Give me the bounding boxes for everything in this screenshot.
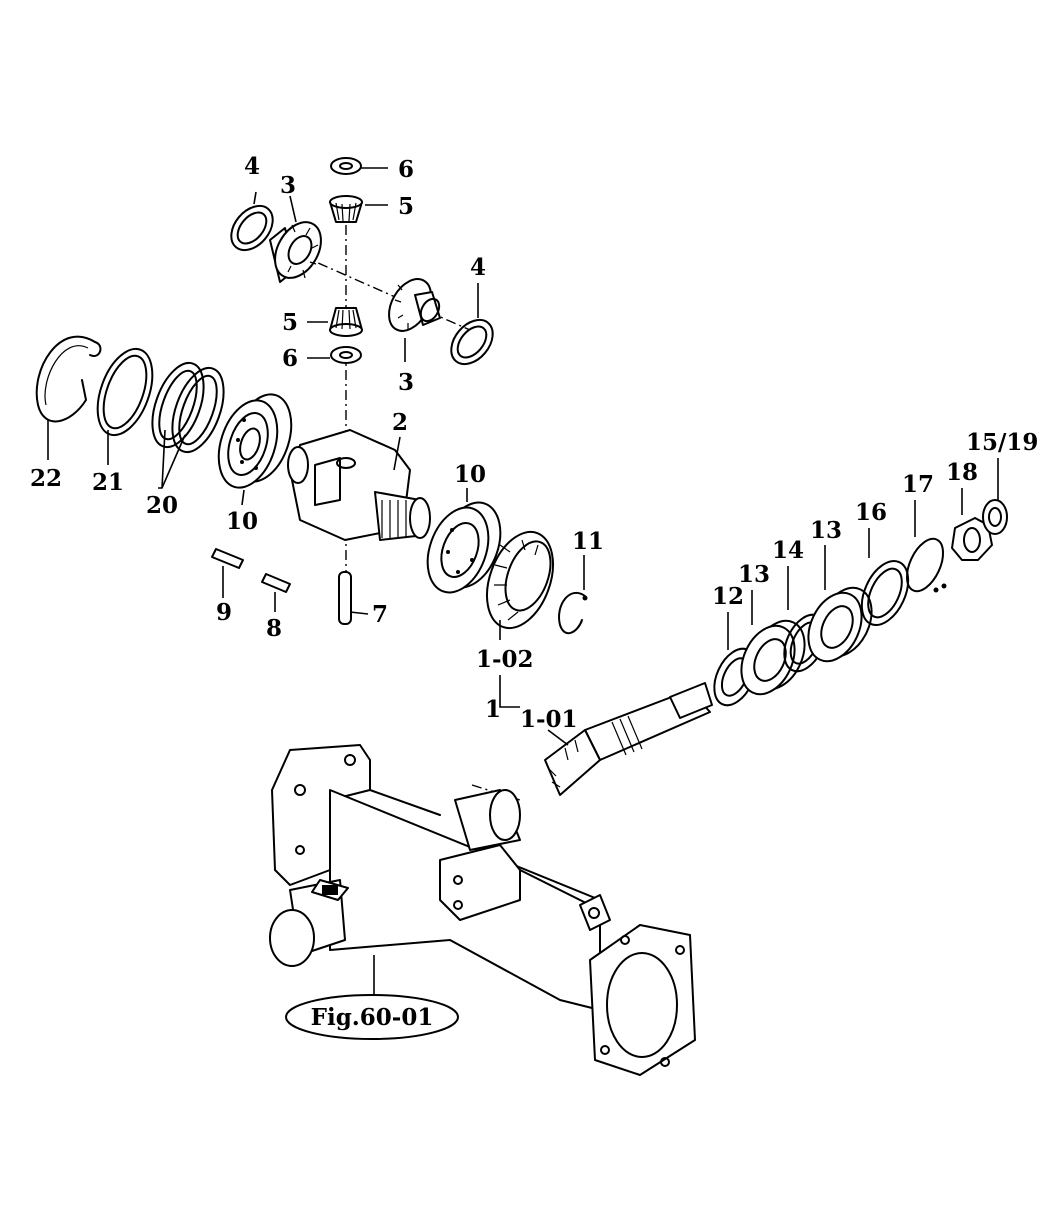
shaft-pin-7[interactable] [338, 571, 352, 625]
differential-case-2[interactable] [287, 429, 431, 541]
lock-nut-18[interactable] [951, 517, 993, 561]
callout-5-bottom: 5 [282, 309, 298, 336]
figure-reference-label: Fig.60-01 [311, 1004, 434, 1031]
callout-4-right: 4 [470, 254, 486, 281]
callout-12: 12 [712, 583, 744, 610]
figure-reference: Fig.60-01 [285, 994, 459, 1040]
side-gear-3-right[interactable] [380, 272, 443, 338]
ring-21[interactable] [87, 342, 163, 443]
bearing-13-right[interactable] [798, 579, 882, 670]
snap-ring-17[interactable] [900, 533, 951, 596]
thrust-washer-4-right[interactable] [443, 312, 501, 372]
callout-13-left: 13 [738, 561, 770, 588]
callout-9: 9 [216, 599, 232, 626]
ring-gear-1-02[interactable] [475, 523, 566, 637]
pinion-shaft-1-01[interactable] [544, 682, 713, 796]
circlip-11[interactable] [558, 591, 588, 635]
callout-2: 2 [392, 409, 408, 436]
thrust-washer-4-left[interactable] [223, 198, 281, 258]
roll-pin-8[interactable] [261, 573, 291, 593]
leader-lines [47, 167, 999, 1000]
callout-labels: 6 5 4 3 4 5 6 3 2 10 22 21 20 10 11 9 8 … [30, 153, 1038, 733]
roll-pin-9[interactable] [211, 548, 244, 569]
callout-18: 18 [946, 459, 978, 486]
callout-14: 14 [772, 537, 804, 564]
snap-ring-22[interactable] [35, 335, 102, 423]
bearing-13-left[interactable] [731, 612, 815, 703]
callout-3-right: 3 [398, 369, 414, 396]
pinion-washer-6-top[interactable] [330, 157, 362, 175]
callout-1-01: 1-01 [520, 706, 578, 733]
callout-6-bottom: 6 [282, 345, 298, 372]
pinion-gear-5-top[interactable] [329, 195, 363, 223]
side-gear-3-left[interactable] [266, 214, 331, 286]
callout-7: 7 [372, 601, 388, 628]
ring-16[interactable] [853, 554, 918, 633]
pinion-gear-5-bottom[interactable] [329, 307, 363, 337]
callout-13-right: 13 [810, 517, 842, 544]
seal-rings-20[interactable] [142, 356, 233, 459]
callout-22: 22 [30, 465, 62, 492]
callout-15-19: 15/19 [966, 429, 1038, 456]
callout-8: 8 [266, 615, 282, 642]
callout-16: 16 [855, 499, 887, 526]
callout-4-left: 4 [244, 153, 260, 180]
callout-10-left: 10 [226, 508, 258, 535]
callout-6-top: 6 [398, 156, 414, 183]
callout-20: 20 [146, 492, 178, 519]
transmission-housing[interactable] [269, 744, 696, 1076]
washer-15-19[interactable] [982, 499, 1008, 535]
callout-1: 1 [485, 696, 501, 723]
pinion-washer-6-bottom[interactable] [330, 346, 362, 364]
callout-1-02: 1-02 [476, 646, 534, 673]
callout-3-left: 3 [280, 172, 296, 199]
callout-11: 11 [572, 528, 604, 555]
callout-17: 17 [902, 471, 934, 498]
bearing-10-right[interactable] [417, 494, 512, 601]
callout-5-top: 5 [398, 193, 414, 220]
callout-10-right: 10 [454, 461, 486, 488]
bearing-10-left[interactable] [208, 387, 301, 495]
callout-21: 21 [92, 469, 124, 496]
